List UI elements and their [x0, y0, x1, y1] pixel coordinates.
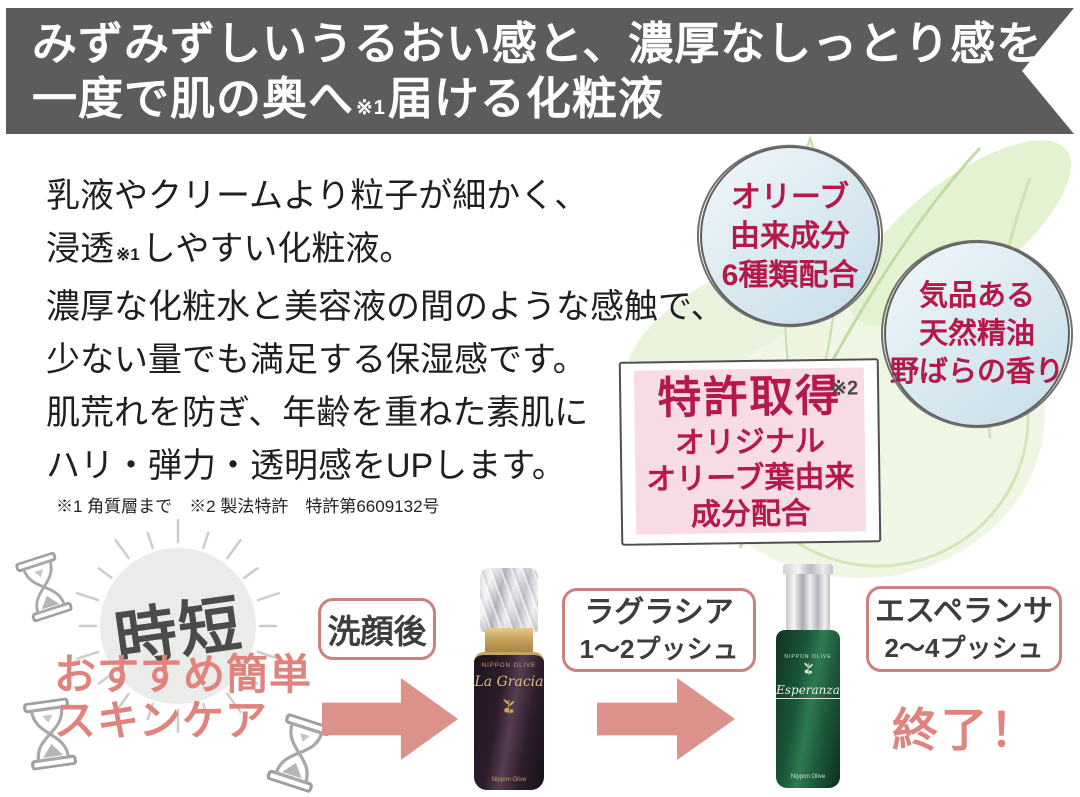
- arrow-right-icon: [597, 678, 735, 760]
- patent-line: オリジナル: [674, 424, 826, 461]
- bottle-brand-text: NIPPON OLIVE: [784, 654, 832, 660]
- time-saving-circle: 時短: [100, 548, 256, 704]
- olive-branch-icon: [802, 662, 815, 676]
- finish-label: 終了！: [892, 704, 1039, 756]
- step-push-count: 1～2プッシュ: [579, 634, 739, 664]
- natural-scent-badge: 気品ある 天然精油 野ばらの香り: [884, 241, 1070, 427]
- scent-badge-text: 気品ある 天然精油 野ばらの香り: [889, 280, 1064, 388]
- product-description: 乳液やクリームより粒子が細かく、 浸透※1しやすい化粧液。 濃厚な化粧水と美容液…: [46, 170, 725, 493]
- step-label: 洗顔後: [327, 613, 427, 650]
- description-line: 肌荒れを防ぎ、年齢を重ねた素肌に: [46, 394, 589, 432]
- arrow-right-icon: [322, 678, 458, 760]
- description-line: 濃厚な化粧水と美容液の間のような感触で、: [46, 288, 725, 326]
- description-line: 浸透※1しやすい化粧液。: [46, 230, 414, 268]
- patent-box-panel: ※2 特許取得 オリジナル オリーブ葉由来 成分配合: [633, 367, 867, 535]
- bottle-silver-pump-cap: [786, 574, 830, 632]
- time-saving-badge: 時短: [60, 508, 296, 744]
- step-after-washing-box: 洗顔後: [318, 598, 436, 660]
- header-banner: みずみずしいうるおい感と、濃厚なしっとり感を 一度で肌の奥へ※1届ける化粧液: [6, 8, 1074, 134]
- description-line: 少ない量でも満足する保湿感です。: [46, 341, 587, 379]
- bottle-crystal-cap: [480, 568, 538, 632]
- patent-line: オリーブ葉由来: [646, 460, 855, 497]
- lagracia-bottle-image: NIPPON OLIVE La Gracia Nippon Olive: [473, 568, 545, 790]
- olive-branch-icon: [501, 698, 517, 716]
- patent-line: 成分配合: [690, 497, 812, 532]
- olive-ingredients-badge: オリーブ 由来成分 6種類配合: [700, 146, 880, 326]
- footnote-ref-1: ※1: [356, 97, 386, 119]
- bottle-cap-top: [783, 564, 833, 574]
- banner-title-line2: 一度で肌の奥へ※1届ける化粧液: [32, 73, 664, 124]
- bottle-product-name: Esperanza: [776, 683, 840, 699]
- description-line: ハリ・弾力・透明感をUPします。: [46, 447, 566, 485]
- step-lagracia-box: ラグラシア 1～2プッシュ: [562, 588, 756, 672]
- step-product-name: エスペランサ: [875, 595, 1053, 628]
- sunburst-icon: [75, 518, 281, 734]
- bottle-gold-pump: [485, 628, 533, 654]
- bottle-brand-text: NIPPON OLIVE: [481, 663, 537, 669]
- bottle-body: NIPPON OLIVE Esperanza Nippon Olive: [776, 630, 840, 788]
- olive-badge-text: オリーブ 由来成分 6種類配合: [721, 180, 859, 292]
- bottle-body: NIPPON OLIVE La Gracia Nippon Olive: [474, 652, 544, 790]
- bottle-maker-text: Nippon Olive: [491, 777, 527, 783]
- bottle-product-name: La Gracia: [474, 674, 544, 690]
- footnote-ref-1: ※1: [116, 245, 140, 264]
- esperanza-bottle-image: NIPPON OLIVE Esperanza Nippon Olive: [776, 564, 840, 788]
- skincare-subtitle: おすすめ簡単 スキンケア: [54, 651, 313, 744]
- description-line: 乳液やクリームより粒子が細かく、: [46, 177, 589, 215]
- step-esperanza-box: エスペランサ 2～4プッシュ: [866, 586, 1062, 672]
- step-push-count: 2～4プッシュ: [884, 633, 1044, 663]
- footnote-ref-2: ※2: [830, 377, 859, 400]
- step-product-name: ラグラシア: [584, 596, 734, 629]
- banner-title-line1: みずみずしいうるおい感と、濃厚なしっとり感を: [32, 18, 1043, 69]
- bottle-maker-text: Nippon Olive: [790, 774, 826, 780]
- patent-box: ※2 特許取得 オリジナル オリーブ葉由来 成分配合: [618, 358, 882, 546]
- footnote-text: ※1 角質層まで ※2 製法特許 特許第6609132号: [56, 497, 440, 516]
